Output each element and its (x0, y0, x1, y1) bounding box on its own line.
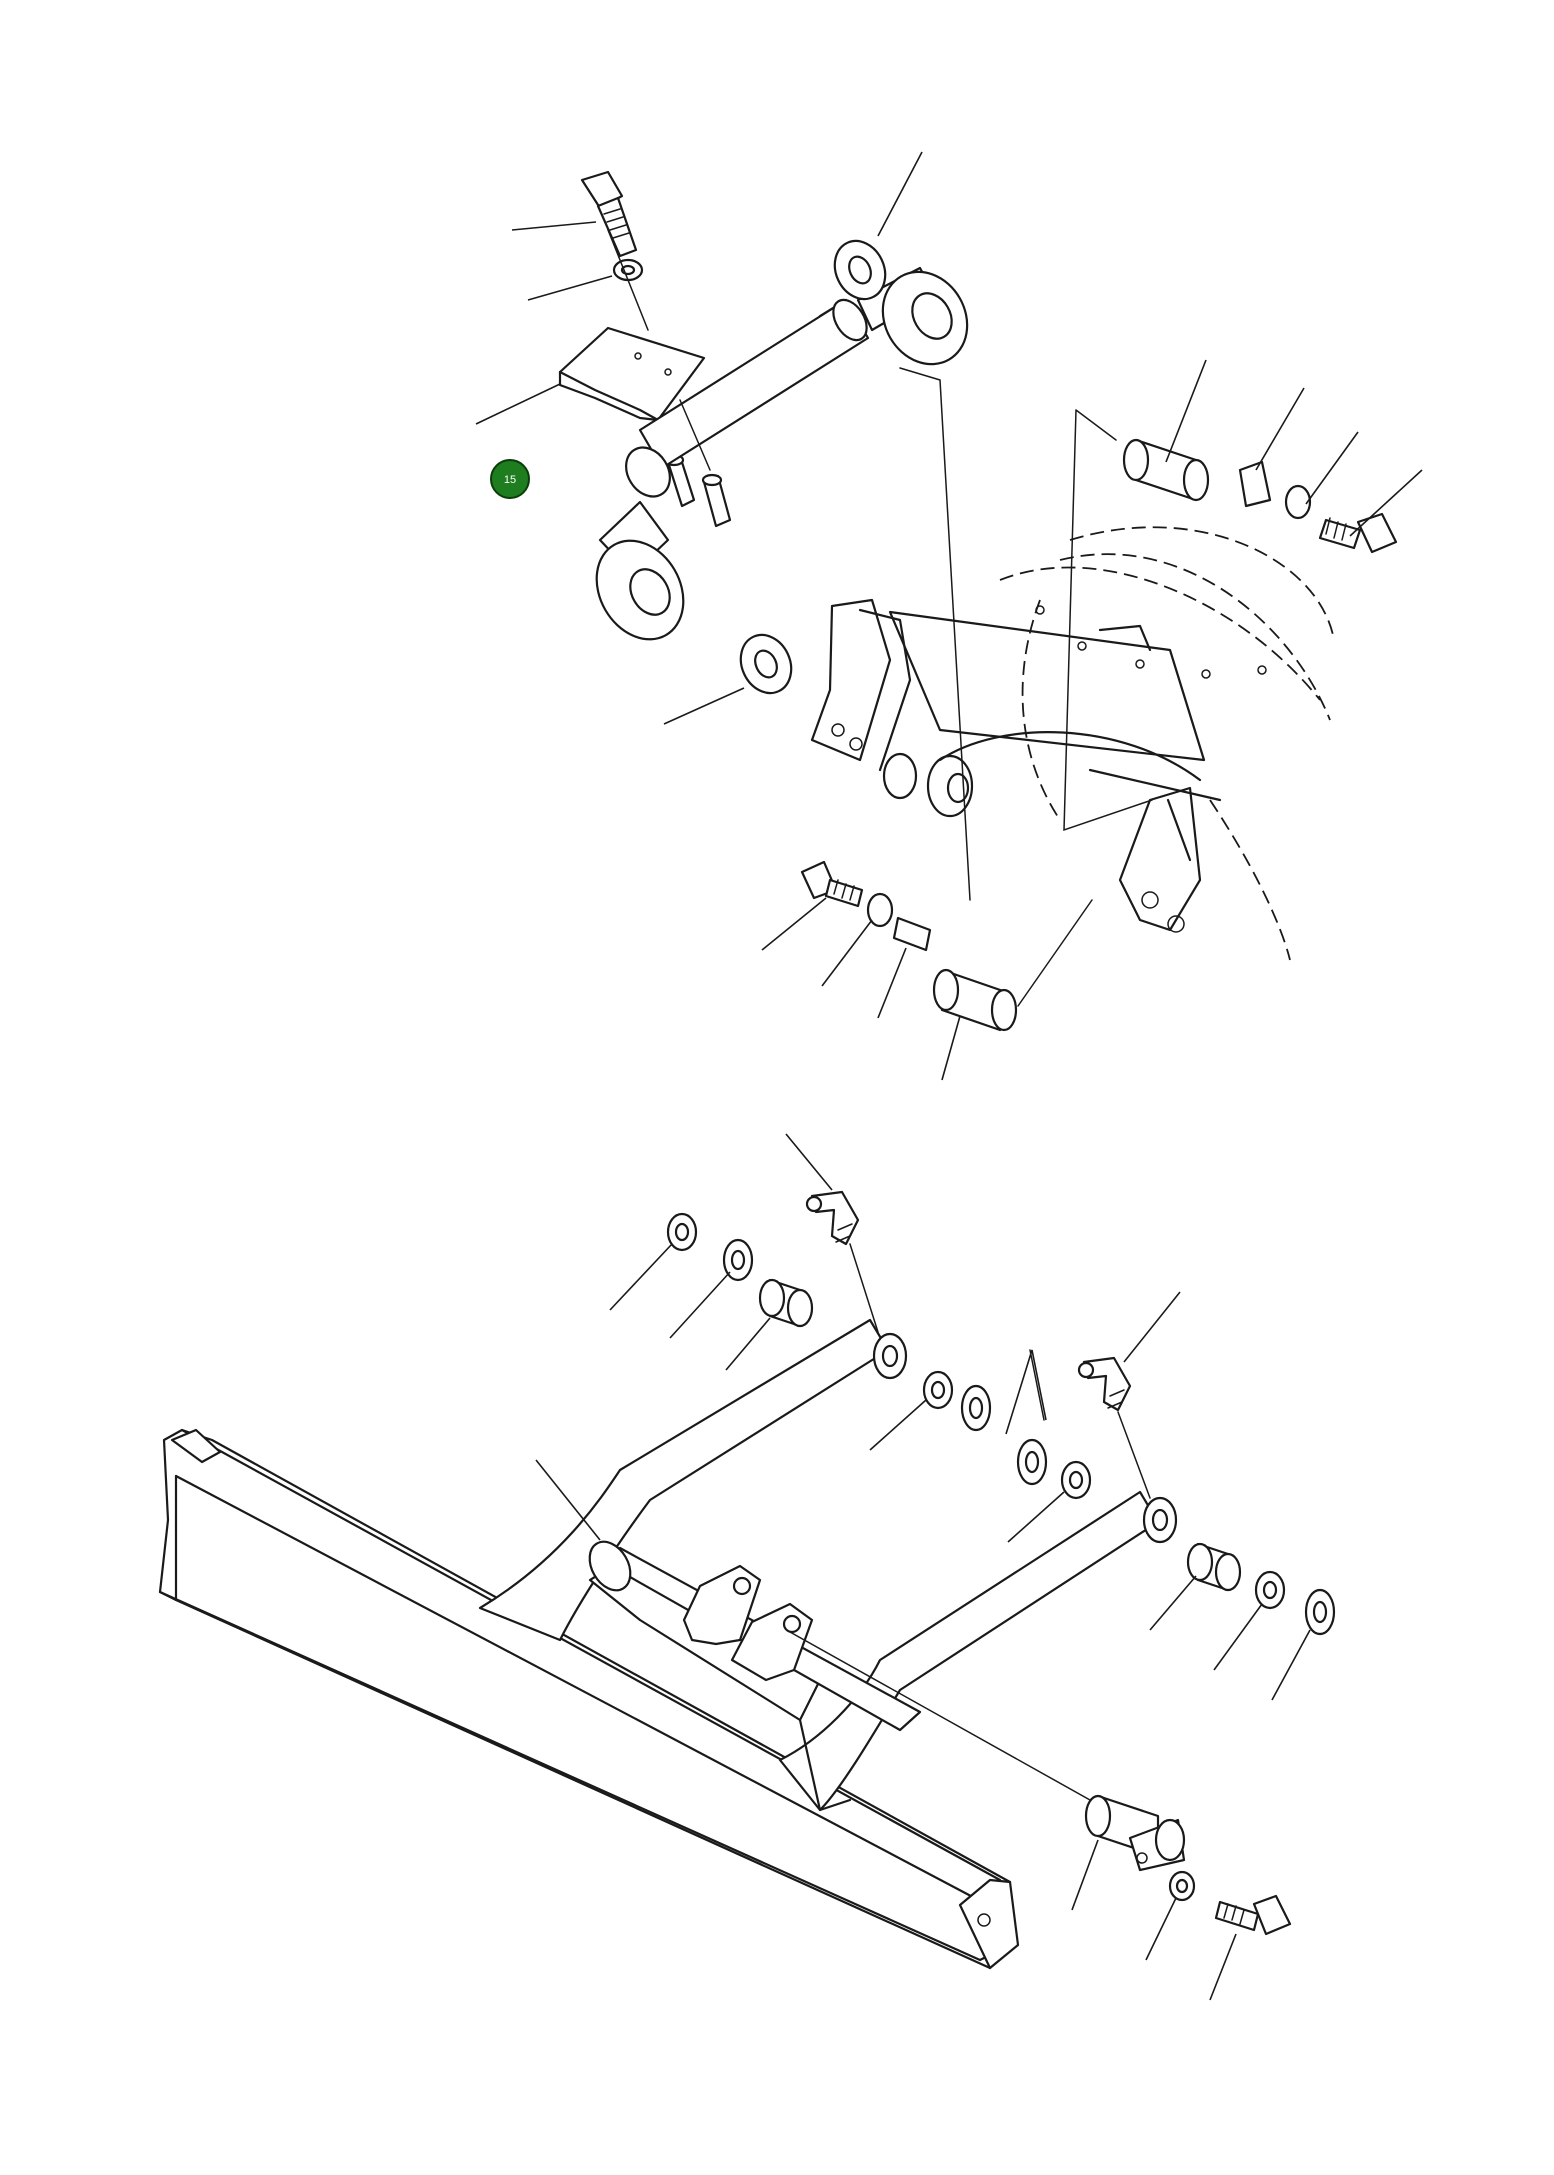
grease-fitting-right (1077, 1356, 1132, 1412)
spacer-pins (663, 453, 732, 528)
callout-badge[interactable]: 15 (490, 459, 530, 499)
leader-lines-lower (535, 1133, 1311, 2001)
seal-left (922, 1370, 954, 1410)
bushing-left-1 (722, 1238, 754, 1282)
callout-number: 15 (504, 474, 516, 486)
hydraulic-cylinder (595, 266, 969, 641)
slew-ring (999, 526, 1335, 961)
lock-plate-lower-left (892, 916, 932, 952)
lock-plate-right (1238, 460, 1272, 508)
upper-assembly (475, 151, 1423, 1081)
bolt-top (580, 170, 638, 258)
seal-right-2 (1254, 1570, 1286, 1610)
grease-fitting-left (805, 1190, 860, 1246)
frame-mount (810, 598, 1222, 933)
bolt-lower-left (800, 860, 864, 908)
pivot-pin (1084, 1794, 1186, 1872)
pin-right (1122, 438, 1210, 502)
bushing-right (1186, 1542, 1242, 1592)
bolt-right (1318, 512, 1398, 554)
dozer-blade (158, 1428, 1020, 1970)
bushing-left-2 (758, 1278, 814, 1328)
bolt-pin (1214, 1894, 1292, 1936)
washer-lower-left (866, 892, 894, 928)
pin-lower-left (932, 968, 1018, 1032)
washer-right (1284, 484, 1312, 520)
center-brackets (682, 1564, 814, 1682)
seal-right-1 (1060, 1460, 1092, 1500)
leader-lines-upper (475, 151, 1423, 1081)
callout-circle (490, 459, 530, 499)
lower-assembly (158, 1133, 1336, 2001)
